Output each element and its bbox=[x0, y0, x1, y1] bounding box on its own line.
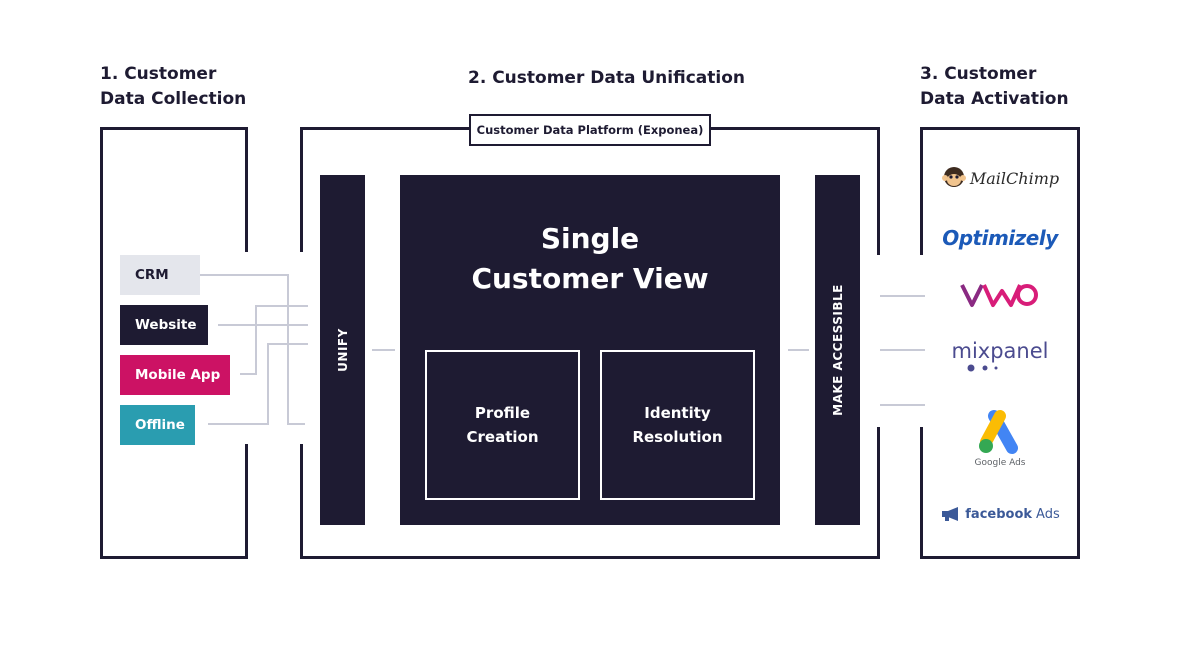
profile-line1: Profile bbox=[474, 404, 531, 422]
mobile-app-connector bbox=[240, 305, 308, 375]
identity-line2: Resolution bbox=[632, 428, 723, 446]
source-mobile-app: Mobile App bbox=[120, 355, 230, 395]
activation-heading-line1: 3. Customer bbox=[920, 64, 1037, 84]
identity-resolution-box: Identity Resolution bbox=[600, 350, 755, 500]
mailchimp-monkey-icon bbox=[941, 167, 966, 187]
source-crm: CRM bbox=[120, 255, 200, 295]
mailchimp-wordmark: MailChimp bbox=[969, 168, 1060, 188]
scv-title-line1: Single bbox=[540, 222, 640, 255]
mixpanel-logo: mixpanel bbox=[920, 336, 1080, 376]
offline-connector bbox=[208, 343, 308, 425]
identity-line1: Identity bbox=[644, 404, 711, 422]
google-ads-icon bbox=[979, 410, 1018, 454]
unify-bar: UNIFY bbox=[320, 175, 365, 525]
optimizely-logo: Optimizely bbox=[920, 222, 1080, 254]
collection-heading-line1: 1. Customer bbox=[100, 64, 217, 84]
activation-heading-line2: Data Activation bbox=[920, 89, 1069, 109]
facebook-ads-suffix: Ads bbox=[1036, 506, 1060, 522]
collection-heading-line2: Data Collection bbox=[100, 89, 247, 109]
google-ads-wordmark: Google Ads bbox=[974, 458, 1026, 468]
optimizely-wordmark: Optimizely bbox=[942, 226, 1058, 250]
make-accessible-bar: MAKE ACCESSIBLE bbox=[815, 175, 860, 525]
megaphone-icon bbox=[942, 507, 959, 521]
activation-heading: 3. Customer Data Activation bbox=[920, 62, 1069, 112]
mailchimp-logo: MailChimp bbox=[920, 163, 1080, 193]
vwo-logo bbox=[920, 277, 1080, 313]
platform-tag: Customer Data Platform (Exponea) bbox=[469, 114, 711, 146]
crm-connector bbox=[200, 274, 305, 425]
mixpanel-dots-icon bbox=[967, 364, 998, 372]
google-ads-logo: Google Ads bbox=[920, 404, 1080, 472]
vwo-mark-icon bbox=[960, 284, 1038, 307]
source-website: Website bbox=[120, 305, 208, 345]
unification-heading: 2. Customer Data Unification bbox=[468, 68, 745, 88]
scv-title: Single Customer View bbox=[400, 219, 780, 299]
make-accessible-label: MAKE ACCESSIBLE bbox=[830, 284, 845, 416]
scv-title-line2: Customer View bbox=[471, 262, 709, 295]
profile-creation-box: Profile Creation bbox=[425, 350, 580, 500]
single-customer-view: Single Customer View Profile Creation Id… bbox=[400, 175, 780, 525]
activation-gap bbox=[872, 255, 930, 427]
collection-heading: 1. Customer Data Collection bbox=[100, 62, 246, 112]
source-offline: Offline bbox=[120, 405, 195, 445]
mixpanel-wordmark: mixpanel bbox=[951, 339, 1049, 363]
profile-line2: Creation bbox=[466, 428, 539, 446]
unify-label: UNIFY bbox=[335, 328, 350, 372]
collection-gap bbox=[240, 252, 310, 444]
facebook-ads-logo: facebook Ads bbox=[920, 503, 1080, 525]
facebook-wordmark: facebook bbox=[965, 506, 1033, 522]
